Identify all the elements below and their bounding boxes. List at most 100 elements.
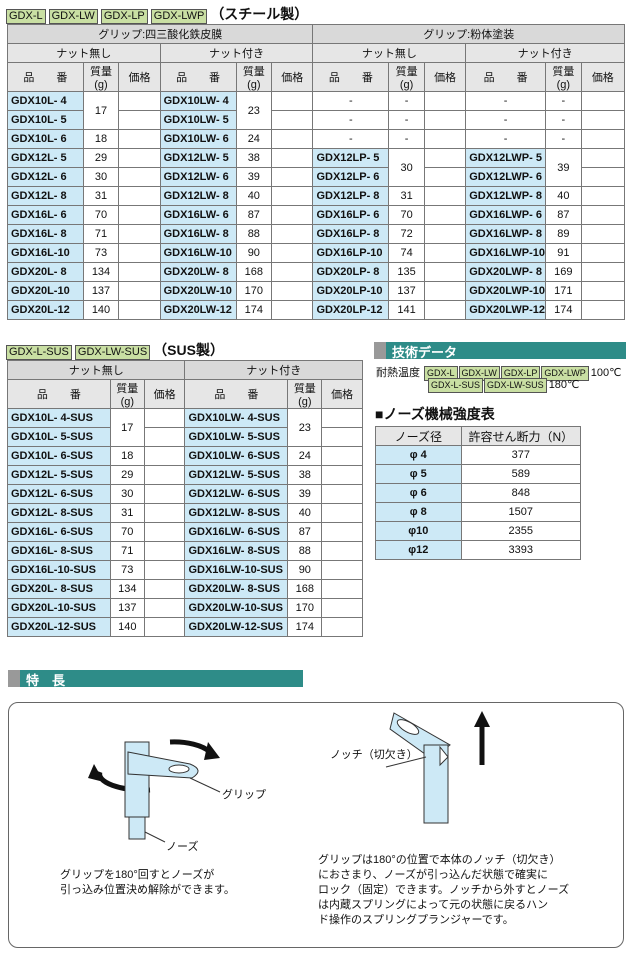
- mass-cell: 17: [82, 91, 120, 130]
- mass-cell: 18: [109, 446, 145, 466]
- mass-cell: 23: [235, 91, 273, 130]
- strength-diameter-cell: φ 8: [375, 502, 462, 522]
- part-number-cell: GDX12LWP- 8: [465, 186, 547, 206]
- price-cell: [271, 167, 314, 187]
- price-cell: [321, 617, 363, 637]
- price-cell: [271, 262, 314, 282]
- mass-cell: 39: [545, 148, 582, 187]
- col-hdr-part: 品 番: [184, 379, 289, 409]
- notch-cutout: [439, 745, 449, 767]
- price-cell: [321, 579, 363, 599]
- mass-cell: 137: [109, 598, 145, 618]
- part-number-cell: GDX20LWP- 8: [465, 262, 547, 282]
- part-number-cell: -: [312, 91, 390, 111]
- part-number-cell: GDX20L-12-SUS: [7, 617, 111, 637]
- price-cell: [143, 541, 186, 561]
- mass-cell: 168: [287, 579, 323, 599]
- tech-bar-accent: [374, 342, 386, 359]
- strength-force-cell: 848: [460, 483, 582, 503]
- part-number-cell: GDX16LW- 8-SUS: [184, 541, 289, 561]
- price-cell: [118, 300, 161, 320]
- subgroup-with-nut-2: ナット付き: [465, 43, 625, 63]
- part-number-cell: -: [465, 91, 547, 111]
- price-cell: [580, 224, 626, 244]
- strength-diameter-cell: φ10: [375, 521, 462, 541]
- tech-data-bar: 技術データ: [374, 342, 626, 360]
- col-hdr-price: 価格: [271, 62, 314, 92]
- part-number-cell: GDX20LP- 8: [312, 262, 390, 282]
- price-cell: [271, 300, 314, 320]
- part-number-cell: GDX20L- 8: [7, 262, 84, 282]
- part-number-cell: GDX10LW- 4: [159, 91, 237, 111]
- part-number-cell: GDX12LP- 5: [312, 148, 390, 168]
- part-number-cell: GDX16L-10-SUS: [7, 560, 111, 580]
- part-number-cell: GDX16LWP- 6: [465, 205, 547, 225]
- price-cell: [143, 503, 186, 523]
- mass-cell: 73: [109, 560, 145, 580]
- part-number-cell: GDX12LW- 6-SUS: [184, 484, 289, 504]
- rotation-arrow-top: [169, 739, 212, 754]
- mass-cell: 88: [235, 224, 273, 244]
- part-number-cell: GDX16LW-10: [159, 243, 237, 263]
- mass-cell: 23: [287, 408, 323, 447]
- mass-cell: 24: [287, 446, 323, 466]
- strength-force-cell: 2355: [460, 521, 582, 541]
- grip-callout: グリップ: [222, 789, 266, 801]
- mass-cell: 168: [235, 262, 273, 282]
- mass-cell: 87: [235, 205, 273, 225]
- mass-cell: 88: [287, 541, 323, 561]
- strength-diameter-cell: φ 6: [375, 483, 462, 503]
- mass-cell: 29: [82, 148, 120, 168]
- part-number-cell: GDX20LW-12: [159, 300, 237, 320]
- price-cell: [271, 129, 314, 149]
- price-cell: [423, 129, 467, 149]
- part-number-cell: GDX16L- 6-SUS: [7, 522, 111, 542]
- part-number-cell: GDX16LW- 8: [159, 224, 237, 244]
- price-cell: [143, 484, 186, 504]
- up-arrowhead: [474, 711, 490, 727]
- part-number-cell: GDX10L- 4-SUS: [7, 408, 111, 428]
- part-number-cell: GDX16LP- 8: [312, 224, 390, 244]
- steel-title-text: （スチール製）: [210, 6, 309, 22]
- sus-title-text: （SUS製）: [153, 342, 224, 358]
- part-number-cell: GDX10L- 4: [7, 91, 84, 111]
- part-number-cell: GDX16L- 8: [7, 224, 84, 244]
- price-cell: [321, 484, 363, 504]
- price-cell: [143, 522, 186, 542]
- features-bar: 特 長: [8, 670, 303, 688]
- part-number-cell: GDX10LW- 6-SUS: [184, 446, 289, 466]
- price-cell: [118, 129, 161, 149]
- grip-hole-locked: [396, 719, 420, 735]
- part-number-cell: GDX16LP- 6: [312, 205, 390, 225]
- note-right-3: ロック（固定）できます。ノッチから外すとノーズ: [318, 884, 570, 896]
- price-cell: [143, 446, 186, 466]
- group-header-oxide: グリップ:四三酸化鉄皮膜: [6, 24, 314, 44]
- price-cell: [271, 91, 314, 111]
- strength-diameter-cell: φ 4: [375, 445, 462, 465]
- price-cell: [580, 205, 626, 225]
- part-number-cell: GDX12LP- 6: [312, 167, 390, 187]
- col-hdr-price: 価格: [143, 379, 186, 409]
- mass-cell: 137: [388, 281, 425, 301]
- note-right-5: ド操作のスプリングプランジャーです。: [318, 914, 514, 926]
- part-number-cell: GDX16L-10: [7, 243, 84, 263]
- mass-cell: 30: [109, 484, 145, 504]
- price-cell: [321, 598, 363, 618]
- price-cell: [580, 243, 626, 263]
- mass-cell: 38: [235, 148, 273, 168]
- nose-callout: ノーズ: [166, 841, 199, 853]
- strength-force-cell: 3393: [460, 540, 582, 560]
- part-number-cell: GDX10LW- 4-SUS: [184, 408, 289, 428]
- part-number-cell: -: [465, 110, 547, 130]
- subgroup-no-nut-1: ナット無し: [7, 43, 161, 63]
- col-hdr-mass: 質量(g): [287, 379, 323, 409]
- mass-cell: -: [545, 91, 582, 111]
- price-cell: [423, 167, 467, 187]
- price-cell: [143, 465, 186, 485]
